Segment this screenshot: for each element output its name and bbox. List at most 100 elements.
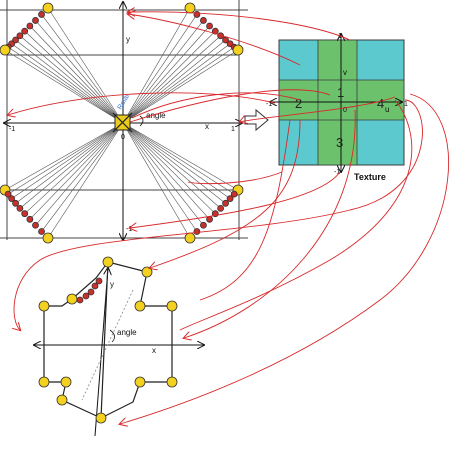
fan-line <box>19 35 124 124</box>
fan-point <box>230 190 238 198</box>
vertex-point <box>184 2 196 14</box>
top-x-pos-label: 1 <box>231 126 235 133</box>
fan-point <box>21 27 29 35</box>
fan-lines <box>4 7 239 239</box>
red-loop-texture-bottom <box>150 119 301 268</box>
fan-line <box>122 122 198 232</box>
fan-point <box>222 199 229 207</box>
center-cross-b <box>112 112 133 133</box>
texture-region-3: 3 <box>336 135 343 150</box>
top-x-neg-label: -1 <box>9 126 15 133</box>
fan-point <box>32 17 39 24</box>
fan-line <box>122 20 204 124</box>
red-arrow-bottom-corner <box>187 171 283 185</box>
fan-point <box>193 228 201 235</box>
fan-point <box>38 228 45 235</box>
fan-line <box>35 20 124 124</box>
vertex-point <box>60 376 72 388</box>
bottom-y-axis <box>94 268 108 437</box>
fan-line <box>122 14 198 124</box>
bottom-dotted-diagonal <box>81 289 134 401</box>
top-rotated-label: Rotat <box>117 93 131 111</box>
fan-point <box>26 215 34 223</box>
texture-left-label: -1 <box>266 101 272 108</box>
fan-point <box>87 288 95 296</box>
fan-line <box>47 7 124 124</box>
fan-point <box>206 215 213 223</box>
fan-point <box>226 195 234 202</box>
red-arrow-to-texture-top <box>128 12 351 41</box>
fan-line <box>122 122 231 199</box>
red-annotations <box>8 12 449 424</box>
texture-region-2: 2 <box>295 96 302 111</box>
fan-line <box>122 7 191 124</box>
top-x-label: x <box>205 122 209 131</box>
fan-line <box>29 25 124 124</box>
bottom-angle-label: angle <box>117 328 137 337</box>
fan-point <box>91 282 99 290</box>
vertex-point <box>95 412 107 424</box>
red-loop-to-x <box>184 109 356 338</box>
fan-line <box>122 122 191 239</box>
texture-title: Texture <box>354 172 386 182</box>
red-loop-right <box>14 99 423 330</box>
bottom-shape-chord <box>100 261 109 419</box>
texture-u-label: u <box>385 105 389 114</box>
fan-line <box>122 122 204 226</box>
vertex-point <box>141 266 153 278</box>
fan-line <box>15 122 124 204</box>
texture-top-label: 1 <box>338 33 342 40</box>
texture-region-1: 1 <box>337 85 344 100</box>
bottom-shape-outline <box>43 261 173 419</box>
top-diagram: y x angle 0 -1 1 -1 Rotat <box>0 0 248 244</box>
vertex-point <box>134 376 146 388</box>
fan-line <box>122 39 226 124</box>
fan-line <box>122 25 210 124</box>
vertex-point <box>56 394 68 406</box>
fan-point <box>200 221 207 229</box>
top-angle-arc <box>139 115 144 127</box>
fan-line <box>122 122 221 209</box>
bottom-dots <box>38 256 178 424</box>
texture-region-4: 4 <box>377 96 384 111</box>
vertex-point <box>232 44 244 56</box>
fan-point <box>8 195 16 202</box>
texture-v-label: v <box>343 68 347 77</box>
fan-point <box>32 221 39 229</box>
vertex-point <box>166 300 178 312</box>
bottom-y-label: y <box>110 280 114 289</box>
vertex-point <box>184 232 196 244</box>
red-arrow-from-u <box>240 96 396 122</box>
red-arrow-to-y-bottom <box>199 119 291 301</box>
texture-panel: v u 0 1 -1 -1 1 1 2 3 4 Texture <box>266 33 408 182</box>
fan-line <box>122 122 226 204</box>
fan-line <box>35 122 124 226</box>
texture-origin-label: 0 <box>343 107 347 114</box>
fan-line <box>122 43 231 124</box>
vertex-point <box>166 376 178 388</box>
fan-line <box>47 122 124 239</box>
fan-point <box>200 17 207 24</box>
fan-line <box>24 122 124 214</box>
top-origin-label: 0 <box>121 134 125 141</box>
fan-point <box>4 190 12 198</box>
fan-point <box>193 11 201 18</box>
fan-point <box>21 210 29 218</box>
top-angle-label: angle <box>146 111 166 120</box>
fan-line <box>7 46 124 124</box>
fan-point <box>16 204 24 212</box>
fan-point <box>16 32 24 40</box>
fan-line <box>122 122 235 195</box>
fan-line <box>41 14 124 124</box>
vertex-point <box>0 44 11 56</box>
fan-line <box>122 30 216 124</box>
bottom-angle-arc <box>109 329 115 343</box>
fan-point <box>211 27 219 35</box>
red-arrow-corner-top <box>128 14 301 66</box>
bottom-x-label: x <box>152 346 156 355</box>
fan-point <box>217 204 225 212</box>
top-dots <box>0 2 244 244</box>
fan-line <box>7 122 124 195</box>
bottom-diagram: y x angle <box>34 256 204 437</box>
